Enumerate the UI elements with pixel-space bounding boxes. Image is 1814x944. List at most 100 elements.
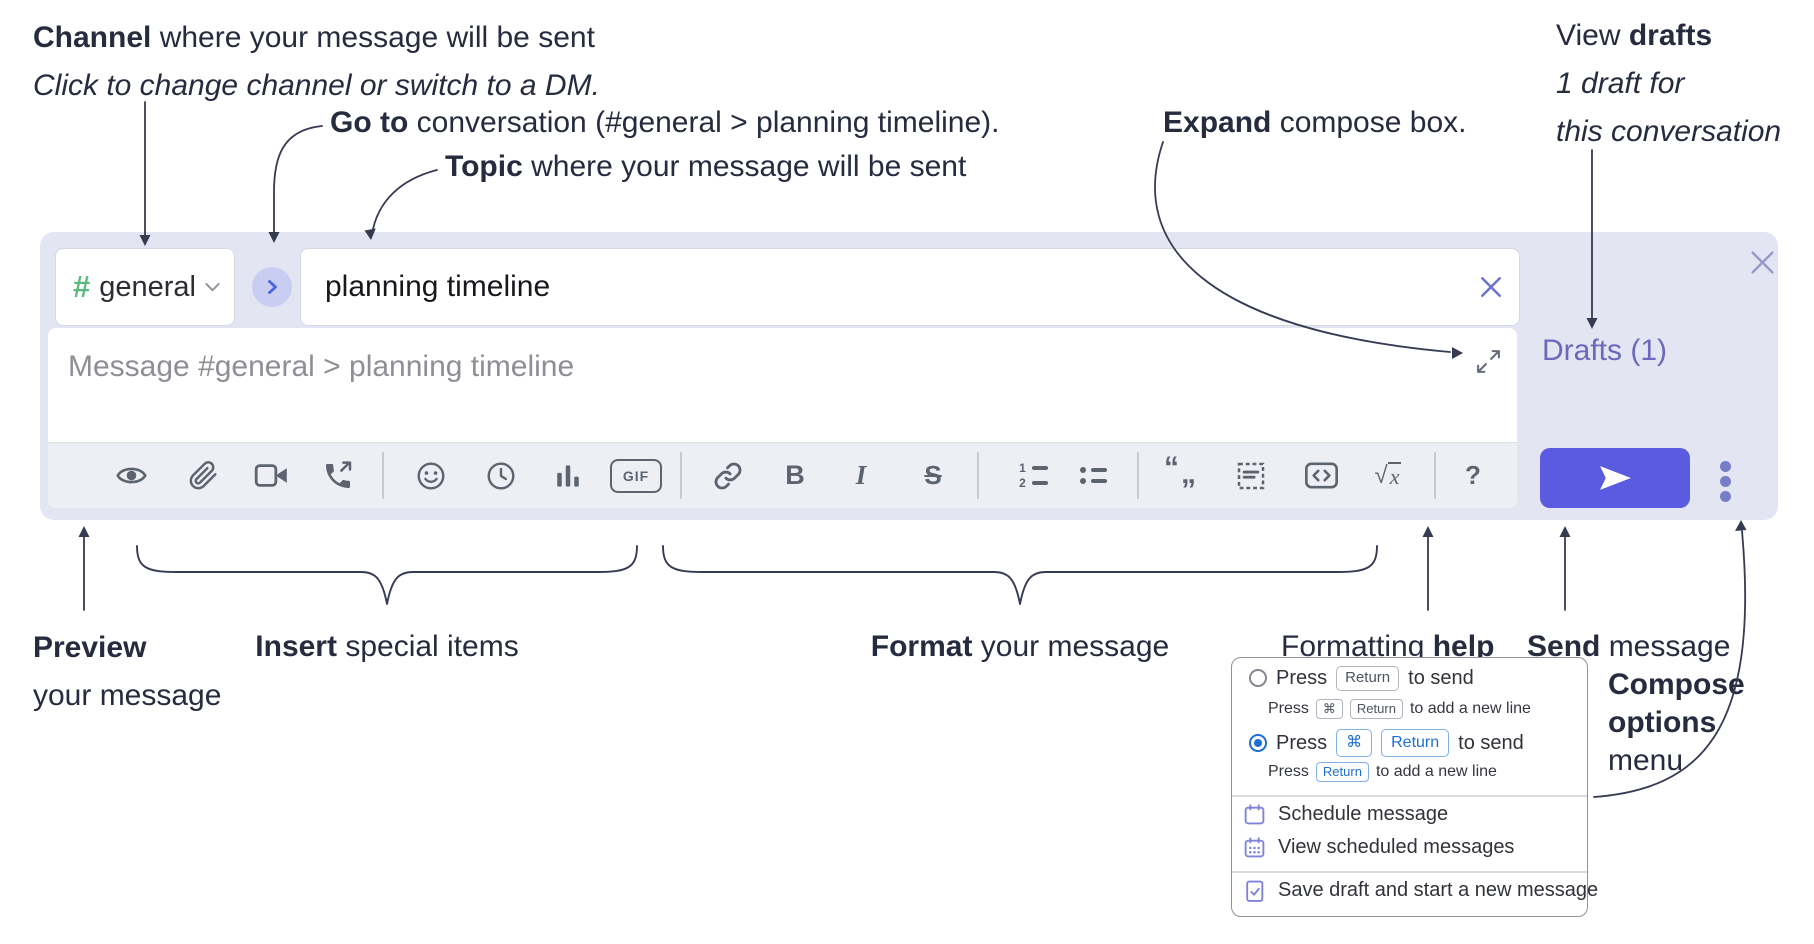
message-input[interactable] xyxy=(48,328,1517,442)
clock-icon xyxy=(487,462,515,489)
popup-divider xyxy=(1232,871,1587,873)
toolbar-divider xyxy=(680,452,682,499)
send-shortcut-option-1[interactable]: Press Return to send xyxy=(1249,666,1474,691)
topic-annotation: Topic where your message will be sent xyxy=(445,150,967,183)
insert-brace xyxy=(136,545,638,605)
return-key: Return xyxy=(1381,729,1450,757)
toolbar-divider xyxy=(1434,452,1436,499)
bulleted-list-icon xyxy=(1079,467,1107,484)
arrowhead-up xyxy=(1735,520,1747,531)
phone-call-icon xyxy=(326,460,352,488)
schedule-message-item[interactable]: Schedule message xyxy=(1243,803,1448,826)
preview-annotation: Preview your message xyxy=(33,631,222,712)
global-time-button[interactable] xyxy=(479,443,523,508)
audio-call-button[interactable] xyxy=(316,443,360,508)
arrowhead-up xyxy=(78,526,90,537)
send-button[interactable] xyxy=(1540,448,1690,508)
emoji-button[interactable] xyxy=(409,443,453,508)
numbered-list-button[interactable]: 1 2 xyxy=(1011,443,1055,508)
arrowhead-up xyxy=(1422,526,1434,537)
calendar-icon xyxy=(1244,804,1265,825)
expand-annotation: Expand compose box. xyxy=(1163,106,1467,139)
math-button[interactable]: √x xyxy=(1366,443,1410,508)
gif-button[interactable]: GIF xyxy=(610,443,662,508)
spoiler-button[interactable] xyxy=(1229,443,1273,508)
compose-options-annotation: Compose options menu xyxy=(1608,668,1745,777)
close-icon xyxy=(1750,250,1774,274)
send-shortcut-option-2[interactable]: Press ⌘ Return to send xyxy=(1249,729,1524,757)
document-check-icon xyxy=(1246,880,1264,902)
bold-icon: B xyxy=(785,460,805,490)
topic-connector-line xyxy=(372,169,438,230)
spoiler-icon xyxy=(1237,462,1265,489)
link-button[interactable] xyxy=(706,443,750,508)
toolbar-divider xyxy=(1137,452,1139,499)
expand-icon xyxy=(1476,349,1500,373)
send-icon xyxy=(1599,466,1631,490)
bulleted-list-button[interactable] xyxy=(1071,443,1115,508)
message-formatting-help-button[interactable]: ? xyxy=(1451,443,1495,508)
return-key: Return xyxy=(1349,699,1403,720)
send-shortcut-option-2-subtext: Press Return to add a new line xyxy=(1268,762,1497,783)
compose-toolbar: GIF B I S xyxy=(48,442,1517,508)
radio-unselected-icon[interactable] xyxy=(1249,669,1267,688)
strikethrough-button[interactable]: S xyxy=(911,443,955,508)
arrowhead-up xyxy=(1559,526,1571,537)
calendar-dots-icon xyxy=(1244,837,1265,858)
toolbar-divider xyxy=(977,452,979,499)
save-draft-item[interactable]: Save draft and start a new message xyxy=(1243,879,1598,902)
numbered-list-icon: 1 2 xyxy=(1019,462,1048,489)
radio-selected-icon[interactable] xyxy=(1249,734,1267,752)
channel-selector[interactable]: # general xyxy=(55,248,235,326)
goto-annotation: Go to conversation (#general > planning … xyxy=(330,106,1000,139)
gif-icon: GIF xyxy=(610,458,662,493)
goto-connector-line xyxy=(273,125,323,234)
chevron-down-icon xyxy=(205,282,220,291)
smiley-icon xyxy=(417,462,445,489)
eye-icon xyxy=(115,467,147,484)
code-button[interactable] xyxy=(1299,443,1343,508)
popup-divider xyxy=(1232,795,1587,797)
preview-button[interactable] xyxy=(109,443,153,508)
view-scheduled-messages-item[interactable]: View scheduled messages xyxy=(1243,836,1514,859)
channel-name: general xyxy=(99,270,196,303)
clear-topic-button[interactable] xyxy=(1463,248,1519,326)
topic-input[interactable] xyxy=(301,270,1463,304)
poll-button[interactable] xyxy=(546,443,590,508)
quote-icon: “ „ xyxy=(1164,450,1196,490)
paperclip-icon xyxy=(189,461,217,490)
format-annotation: Format your message xyxy=(870,630,1170,663)
bold-button[interactable]: B xyxy=(773,443,817,508)
drafts-link[interactable]: Drafts (1) xyxy=(1542,334,1668,367)
quote-button[interactable]: “ „ xyxy=(1161,443,1205,508)
chevron-right-icon xyxy=(268,280,277,294)
video-call-button[interactable] xyxy=(249,443,293,508)
cmd-key: ⌘ xyxy=(1315,699,1343,720)
return-key: Return xyxy=(1315,762,1369,783)
compose-options-popup xyxy=(1231,657,1588,917)
send-shortcut-option-1-subtext: Press ⌘ Return to add a new line xyxy=(1268,699,1531,720)
link-icon xyxy=(714,462,742,489)
return-key: Return xyxy=(1336,666,1400,691)
topic-field xyxy=(300,248,1520,326)
drafts-annotation: View drafts 1 draft for this conversatio… xyxy=(1556,19,1782,148)
question-mark-icon: ? xyxy=(1465,460,1481,490)
italic-button[interactable]: I xyxy=(839,443,883,508)
attach-file-button[interactable] xyxy=(181,443,225,508)
cmd-key: ⌘ xyxy=(1336,729,1373,757)
close-icon xyxy=(1481,277,1501,297)
code-icon xyxy=(1304,462,1338,489)
compose-options-menu-button[interactable] xyxy=(1714,457,1736,505)
video-camera-icon xyxy=(254,464,287,487)
go-to-conversation-button[interactable] xyxy=(252,267,292,307)
channel-hash-icon: # xyxy=(73,269,91,304)
message-area: GIF B I S xyxy=(48,328,1517,508)
ellipsis-icon xyxy=(1719,460,1731,472)
close-compose-button[interactable] xyxy=(1746,246,1778,278)
format-brace xyxy=(662,545,1378,605)
math-icon: √x xyxy=(1374,461,1402,489)
italic-icon: I xyxy=(855,460,867,490)
expand-compose-button[interactable] xyxy=(1473,346,1503,376)
strikethrough-icon: S xyxy=(924,460,942,490)
